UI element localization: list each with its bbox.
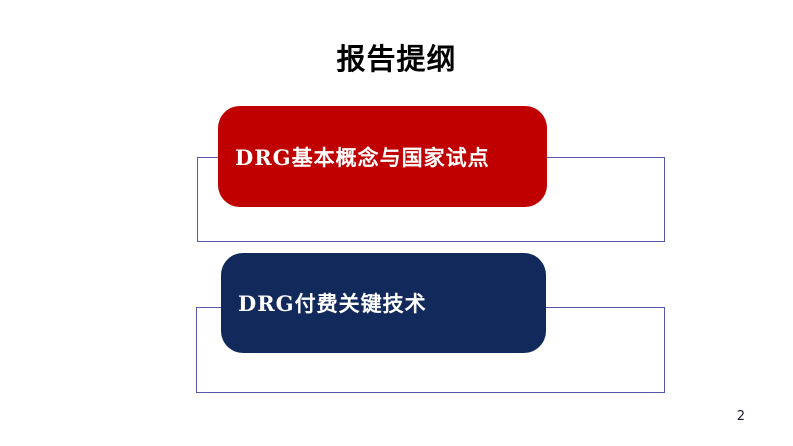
page-title: 报告提纲 [336,44,457,76]
page-number: 2 [736,409,745,424]
toc-item-drg-concepts[interactable]: DRG基本概念与国家试点 [218,106,547,207]
toc-item-label: DRG基本概念与国家试点 [235,144,490,170]
toc-item-drg-payment-tech[interactable]: DRG付费关键技术 [221,253,546,353]
toc-item-label: DRG付费关键技术 [238,291,427,316]
